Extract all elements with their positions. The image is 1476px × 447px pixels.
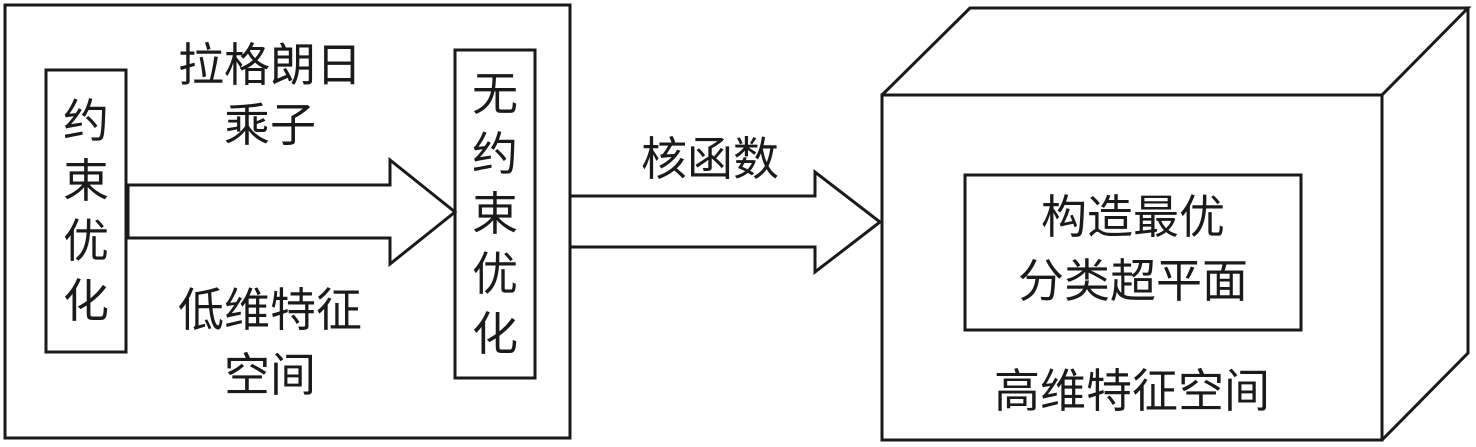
constrained-opt-box [44, 68, 128, 354]
lagrange-label-line2: 乘子 [224, 98, 316, 152]
char-2: 束 [63, 154, 109, 208]
lagrange-label-line1: 拉格朗日 [178, 38, 362, 92]
unconstrained-opt-label: 无 约 束 优 化 [455, 64, 535, 364]
char-4: 优 [472, 247, 518, 301]
kernel-arrow [568, 168, 883, 276]
char-1: 无 [472, 67, 518, 121]
cube-top-face [880, 6, 1472, 97]
unconstrained-opt-box [453, 48, 537, 380]
char-3: 优 [63, 214, 109, 268]
hyperplane-box [963, 173, 1303, 332]
char-4: 化 [63, 274, 109, 328]
low-dim-label-line2: 空间 [224, 348, 316, 402]
char-1: 约 [63, 94, 109, 148]
char-5: 化 [472, 307, 518, 361]
char-3: 束 [472, 187, 518, 241]
kernel-function-label: 核函数 [641, 132, 779, 186]
constrained-opt-label: 约 束 优 化 [46, 91, 126, 331]
lagrange-arrow [126, 156, 458, 268]
high-dim-label: 高维特征空间 [994, 364, 1270, 418]
cube-front-face [880, 93, 1384, 442]
hyperplane-label-line1: 构造最优 [1041, 190, 1225, 244]
hyperplane-label-line2: 分类超平面 [1018, 254, 1248, 308]
char-2: 约 [472, 127, 518, 181]
cube-right-face [1380, 8, 1470, 442]
low-dim-label-line1: 低维特征 [178, 283, 362, 337]
